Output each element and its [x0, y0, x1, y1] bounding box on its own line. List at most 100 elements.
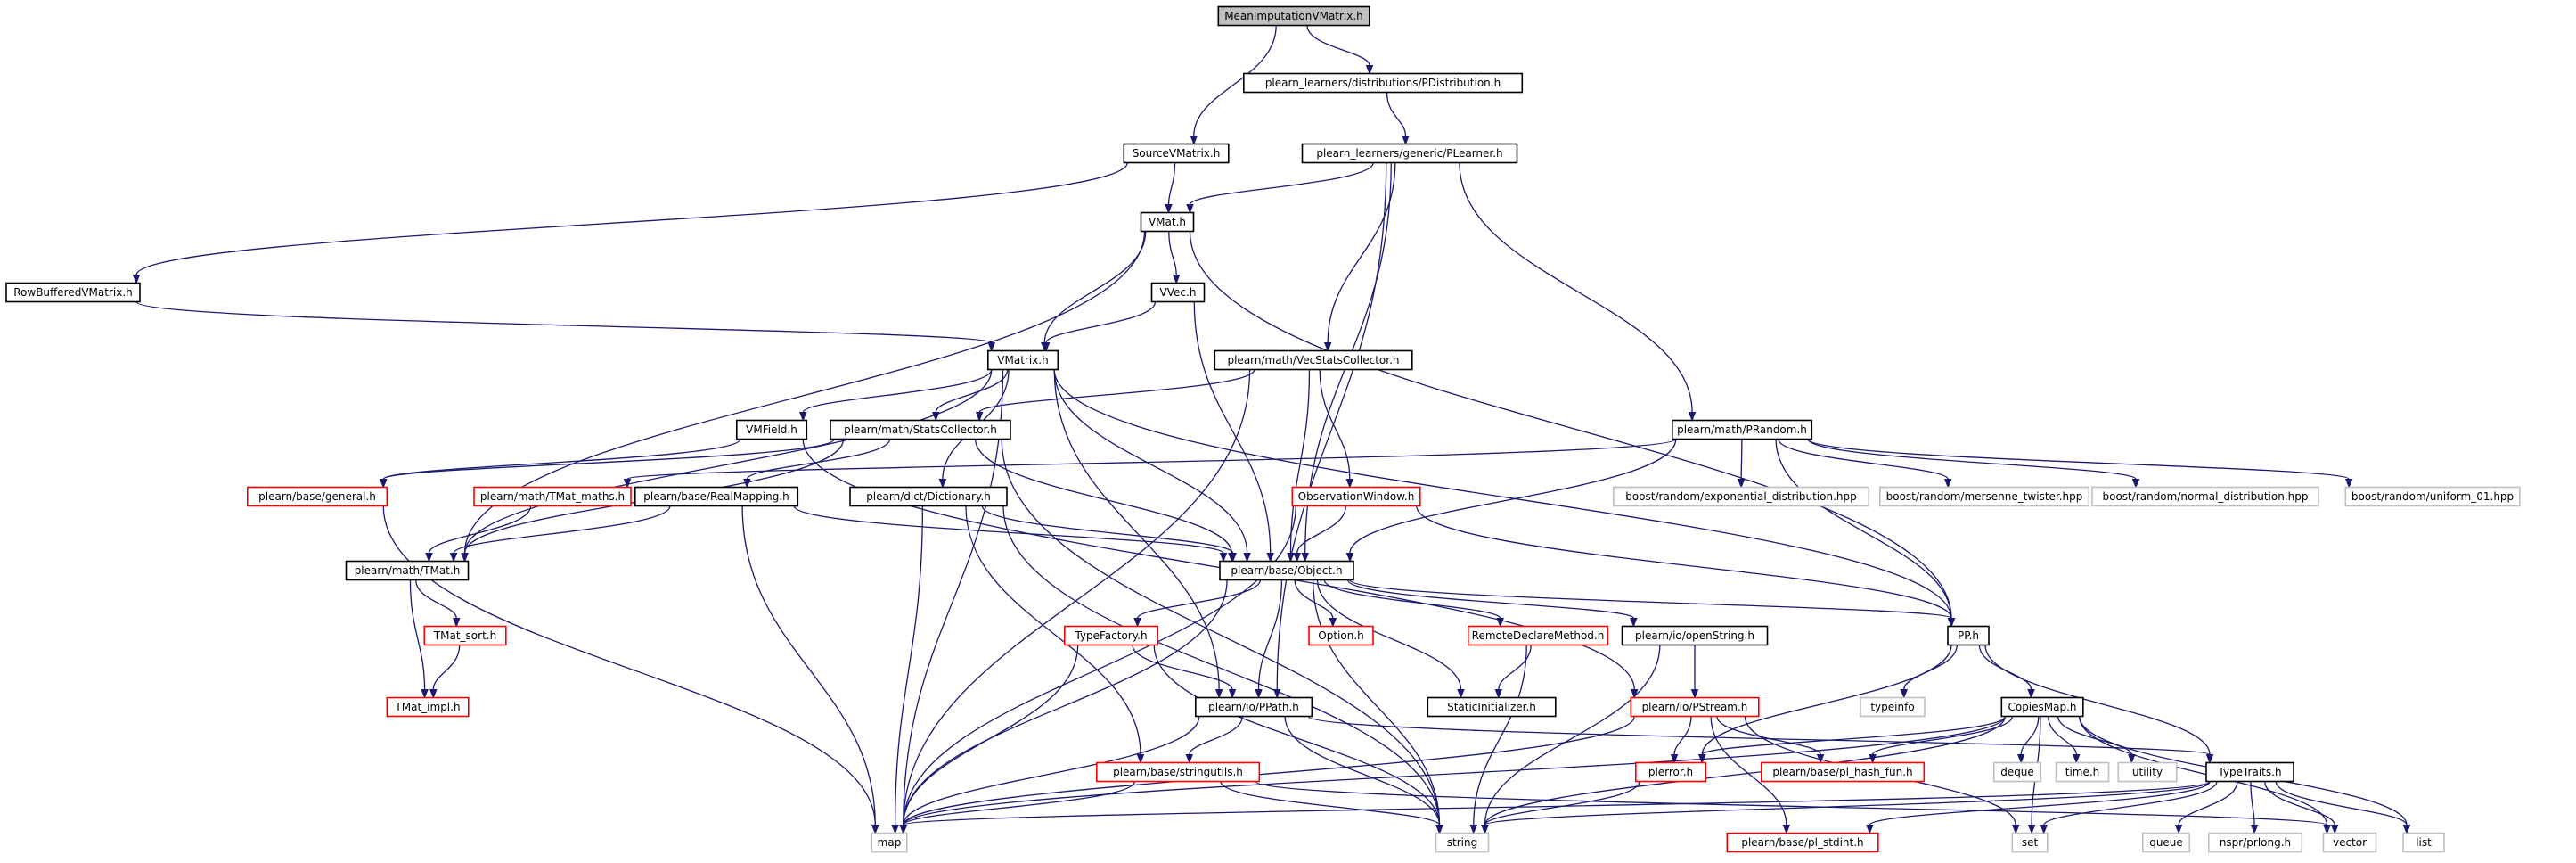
edge-remotedecl-to-staticinit — [1494, 645, 1532, 699]
edge-line — [903, 780, 2211, 826]
arrowhead — [2040, 825, 2048, 834]
node-label: plearn/base/Object.h — [1231, 564, 1342, 577]
node-plearn-math-tmat-h[interactable]: plearn/math/TMat.h — [345, 560, 470, 581]
node-vmatrix-h[interactable]: VMatrix.h — [987, 349, 1059, 371]
node-plearn-io-openstring-h[interactable]: plearn/io/openString.h — [1621, 625, 1769, 646]
edge-line — [903, 781, 1136, 826]
node-label: plearn/base/general.h — [258, 490, 376, 503]
edge-obswin-to-object — [1293, 505, 1346, 563]
node-box — [1761, 761, 1926, 783]
node-box — [1308, 625, 1374, 646]
edge-line — [903, 716, 1635, 826]
node-plearn-io-pstream-h[interactable]: plearn/io/PStream.h — [1630, 696, 1760, 718]
node-label: VMatrix.h — [997, 354, 1048, 366]
edge-typetraits-to-map — [899, 780, 2211, 834]
node-plearn-base-pl-hash-fun-h[interactable]: plearn/base/pl_hash_fun.h — [1761, 761, 1926, 783]
node-plearn-base-object-h[interactable]: plearn/base/Object.h — [1219, 560, 1354, 581]
arrowhead — [1266, 553, 1274, 563]
node-box — [1301, 143, 1518, 164]
node-option-h[interactable]: Option.h — [1308, 625, 1374, 646]
arrowhead — [799, 412, 807, 422]
node-box — [1243, 72, 1524, 94]
node-meanimputationvmatrix-h[interactable]: MeanImputationVMatrix.h — [1217, 5, 1370, 27]
node-box — [1726, 832, 1879, 853]
edge-line — [1347, 579, 1634, 620]
node-plearn-math-statscollector-h[interactable]: plearn/math/StatsCollector.h — [830, 419, 1011, 440]
node-label: string — [1447, 836, 1477, 849]
node-plearn-base-stringutils-h[interactable]: plearn/base/stringutils.h — [1096, 761, 1261, 783]
node-observationwindow-h[interactable]: ObservationWindow.h — [1291, 486, 1421, 507]
edge-line — [802, 439, 1635, 690]
edge-prandom-to-normdist — [1807, 439, 2140, 489]
node-rowbufferedvmatrix-h[interactable]: RowBufferedVMatrix.h — [5, 282, 141, 303]
node-label: deque — [2000, 766, 2034, 778]
edge-plearner-to-vecstats — [1323, 162, 1396, 352]
node-pp-h[interactable]: PP.h — [1947, 625, 1990, 646]
edge-line — [2057, 716, 2132, 755]
arrowhead — [1782, 825, 1791, 834]
edge-vvec-to-object — [1193, 301, 1274, 563]
node-box — [830, 419, 1011, 440]
edge-object-to-ppath — [1255, 579, 1283, 699]
edge-line — [409, 579, 426, 690]
arrowhead — [1323, 342, 1332, 352]
node-label: plearn/base/pl_hash_fun.h — [1772, 766, 1912, 778]
node-copiesmap-h[interactable]: CopiesMap.h — [2000, 696, 2084, 718]
node-label: TMat_sort.h — [433, 629, 496, 642]
edge-prandom-to-uniform — [1807, 438, 2353, 489]
edge-line — [1459, 162, 1693, 413]
node-plearn-learners-distributions-pdistribution-h[interactable]: plearn_learners/distributions/PDistribut… — [1243, 72, 1524, 94]
arrowhead — [1190, 136, 1198, 145]
edge-line — [1312, 579, 1441, 826]
node-remotedeclaremethod-h[interactable]: RemoteDeclareMethod.h — [1468, 625, 1609, 646]
node-typeinfo: typeinfo — [1860, 696, 1926, 718]
node-plearn-math-vecstatscollector-h[interactable]: plearn/math/VecStatsCollector.h — [1214, 349, 1413, 371]
edge-line — [1189, 231, 1952, 619]
node-box — [1217, 5, 1370, 27]
node-typefactory-h[interactable]: TypeFactory.h — [1064, 625, 1159, 646]
edge-remotedecl-to-string — [1469, 645, 1527, 834]
edge-line — [981, 505, 1234, 555]
node-staticinitializer-h[interactable]: StaticInitializer.h — [1427, 696, 1557, 718]
edge-line — [1871, 716, 2014, 756]
node-vvec-h[interactable]: VVec.h — [1150, 282, 1206, 303]
node-plearn-base-pl-stdint-h[interactable]: plearn/base/pl_stdint.h — [1726, 832, 1879, 853]
node-box — [871, 832, 908, 853]
node-set: set — [2011, 832, 2049, 853]
arrowhead — [1630, 618, 1638, 628]
node-plearn-io-ppath-h[interactable]: plearn/io/PPath.h — [1195, 696, 1313, 718]
arrowhead — [1255, 689, 1263, 699]
node-box — [1214, 349, 1413, 371]
node-plearn-base-realmapping-h[interactable]: plearn/base/RealMapping.h — [634, 486, 799, 507]
node-vmat-h[interactable]: VMat.h — [1140, 211, 1195, 233]
edge-line — [1716, 716, 1821, 755]
edge-copiesmap-to-utility — [2057, 716, 2136, 764]
node-vmfield-h[interactable]: VMField.h — [735, 419, 808, 440]
node-label: VMat.h — [1149, 216, 1186, 228]
edge-vmatrix-to-object — [1053, 369, 1251, 563]
node-box — [386, 696, 470, 718]
node-plearn-math-tmat-maths-h[interactable]: plearn/math/TMat_maths.h — [473, 486, 632, 507]
edge-line — [2020, 716, 2040, 755]
node-sourcevmatrix-h[interactable]: SourceVMatrix.h — [1123, 143, 1230, 164]
node-plearn-learners-generic-plearner-h[interactable]: plearn_learners/generic/PLearner.h — [1301, 143, 1518, 164]
node-box — [345, 560, 470, 581]
node-plearn-dict-dictionary-h[interactable]: plearn/dict/Dictionary.h — [849, 486, 1008, 507]
node-plearn-base-general-h[interactable]: plearn/base/general.h — [246, 486, 388, 507]
node-tmat-impl-h[interactable]: TMat_impl.h — [386, 696, 470, 718]
edge-rowbuf-to-vmatrix — [135, 300, 995, 352]
arrowhead — [2323, 825, 2331, 834]
edge-line — [2275, 781, 2408, 826]
node-label: StaticInitializer.h — [1447, 701, 1536, 713]
node-typetraits-h[interactable]: TypeTraits.h — [2205, 761, 2294, 783]
edge-line — [1132, 645, 1233, 690]
edge-sourcevm-to-rowbuf — [132, 162, 1128, 284]
node-plerror-h[interactable]: plerror.h — [1635, 761, 1707, 783]
edge-pstream-to-map — [899, 716, 1635, 834]
node-tmat-sort-h[interactable]: TMat_sort.h — [423, 625, 507, 646]
edge-tmatmaths-to-tmat — [425, 505, 532, 563]
node-plearn-math-prandom-h[interactable]: plearn/math/PRandom.h — [1672, 419, 1813, 440]
node-label: VMField.h — [746, 423, 797, 436]
edge-line — [2178, 781, 2238, 826]
edge-line — [2079, 716, 2328, 826]
